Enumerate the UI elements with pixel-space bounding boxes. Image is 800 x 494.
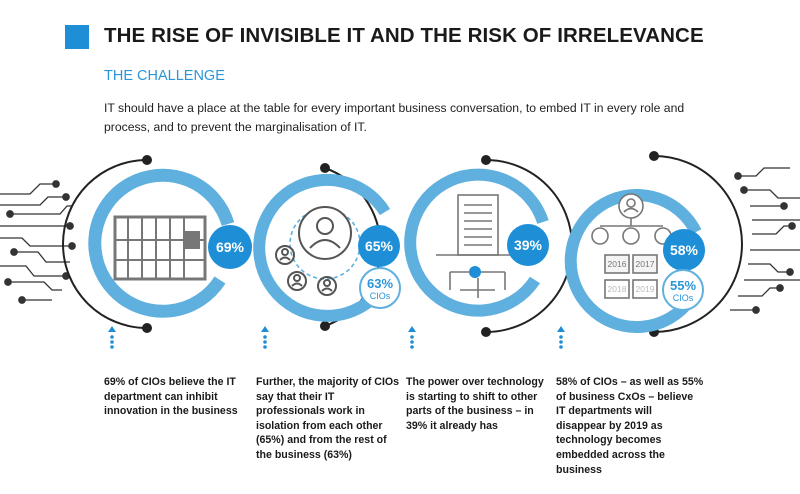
page-title: THE RISE OF INVISIBLE IT AND THE RISK OF… xyxy=(104,24,704,47)
panel-3-stat: 39% xyxy=(514,237,543,253)
up-arrow-icon xyxy=(408,326,416,349)
panel-4-stat-secondary-label: CIOs xyxy=(673,293,694,303)
panel-3-caption: The power over technology is starting to… xyxy=(406,376,544,432)
panel-2-stat-secondary-label: CIOs xyxy=(370,291,391,301)
panel-1-graphic: 69% xyxy=(62,155,252,333)
panel-1-caption: 69% of CIOs believe the IT department ca… xyxy=(104,376,238,418)
right-circuit-icon xyxy=(730,167,800,314)
intro-paragraph: IT should have a place at the table for … xyxy=(104,101,685,134)
year-2019: 2019 xyxy=(636,284,655,294)
left-circuit-icon xyxy=(0,180,76,304)
panel-2-stat: 65% xyxy=(365,238,394,254)
panel-4-stat: 58% xyxy=(670,242,699,258)
up-arrow-icon xyxy=(108,326,116,349)
isolated-people-icon xyxy=(275,206,352,296)
year-2016: 2016 xyxy=(608,259,627,269)
panel-2-graphic: 65% 63% CIOs xyxy=(253,163,401,331)
org-chart-calendar-icon xyxy=(591,193,672,299)
infographic-artwork: 69% 65% 63% CIOs xyxy=(0,151,800,337)
panel-1-stat: 69% xyxy=(216,239,245,255)
year-2017: 2017 xyxy=(636,259,655,269)
panel-4-stat-secondary: 55% xyxy=(670,278,696,293)
panel-3-graphic: 39% xyxy=(404,155,573,337)
section-subtitle: THE CHALLENGE xyxy=(104,68,225,84)
year-2018: 2018 xyxy=(608,284,627,294)
up-arrow-icon xyxy=(261,326,269,349)
panel-4-graphic: 2016 2017 2018 2019 58% 55% CIOs xyxy=(564,151,743,337)
panel-2-caption: Further, the majority of CIOs say that t… xyxy=(256,376,400,461)
panel-2-stat-secondary: 63% xyxy=(367,276,393,291)
prison-bars-lock-icon xyxy=(113,215,207,281)
panel-4-caption: 58% of CIOs – as well as 55% of business… xyxy=(556,376,704,476)
title-accent-square xyxy=(65,25,89,49)
up-arrow-icon xyxy=(557,326,565,349)
